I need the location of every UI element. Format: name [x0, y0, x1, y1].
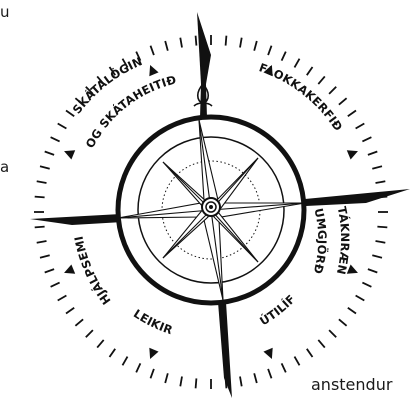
triangle-marker	[62, 264, 75, 277]
ring-tick	[45, 269, 54, 272]
ring-tick	[40, 255, 50, 258]
ring-tick	[307, 349, 313, 357]
ring-tick	[368, 269, 377, 272]
ring-tick	[348, 308, 356, 314]
ring-tick	[362, 283, 371, 287]
ring-tick	[356, 124, 365, 129]
ring-tick	[362, 137, 371, 141]
ring-tick	[254, 373, 257, 383]
ring-tick	[376, 241, 386, 243]
ring-tick	[37, 241, 47, 243]
ring-tick	[123, 357, 128, 366]
ring-tick	[295, 357, 300, 366]
ring-tick	[368, 152, 377, 155]
ring-tick	[86, 330, 93, 337]
ring-tick	[339, 98, 347, 105]
ring-tick	[45, 152, 54, 155]
ring-tick	[318, 76, 325, 84]
ring-tick	[318, 340, 325, 348]
ring-tick	[35, 227, 45, 228]
ring-tick	[295, 59, 300, 68]
ring-tick	[110, 349, 116, 357]
ring-tick	[372, 255, 382, 258]
ring-tick	[329, 87, 336, 94]
south-arrow	[218, 302, 232, 398]
ring-tick	[282, 363, 286, 372]
ring-tick	[51, 283, 60, 287]
ring-tick	[282, 52, 286, 61]
ring-tick	[372, 166, 382, 169]
ring-tick	[376, 181, 386, 183]
ring-tick	[165, 41, 168, 51]
ring-tick	[75, 319, 83, 326]
ring-tick	[51, 137, 60, 141]
ring-tick	[377, 227, 387, 228]
north-arrow	[197, 12, 211, 118]
ring-tick	[268, 46, 271, 55]
west-arrow	[30, 214, 123, 225]
ring-tick	[329, 330, 336, 337]
east-arrow	[305, 189, 410, 206]
ring-tick	[268, 369, 271, 378]
triangle-marker	[145, 348, 158, 361]
ring-tick	[348, 111, 356, 117]
ring-tick	[58, 296, 67, 301]
triangle-marker	[263, 348, 276, 361]
ring-tick	[240, 377, 242, 387]
ring-tick	[136, 363, 140, 372]
segment-label-skatalogin-line1: SKÁTALÖGIN	[70, 54, 145, 116]
ring-tick	[180, 377, 182, 387]
ring-tick	[66, 308, 74, 314]
ring-tick	[196, 36, 197, 46]
ring-tick	[180, 38, 182, 48]
ring-tick	[66, 111, 74, 117]
ring-tick	[58, 124, 67, 129]
ring-tick	[35, 197, 45, 198]
ring-tick	[37, 181, 47, 183]
ring-tick	[226, 36, 227, 46]
ring-tick	[196, 378, 197, 388]
segment-label-utilif: ÚTILÍF	[257, 292, 298, 328]
ring-tick	[40, 166, 50, 169]
ring-tick	[151, 46, 154, 55]
triangle-marker	[62, 146, 75, 159]
segment-label-leikir: LEIKIR	[131, 306, 175, 337]
segment-label-taknraen-line2: UMGJÖRÐ	[311, 207, 331, 276]
ring-tick	[165, 373, 168, 383]
compass-center	[202, 198, 220, 216]
ring-tick	[254, 41, 257, 51]
ring-tick	[356, 296, 365, 301]
triangle-marker	[347, 146, 360, 159]
ring-tick	[151, 369, 154, 378]
ring-tick	[339, 319, 347, 326]
segment-label-taknraen-line1: TÁKNRÆN	[334, 205, 352, 276]
segment-label-hjalpsemi: HJÁLPSEMI	[71, 235, 113, 308]
ring-tick	[240, 38, 242, 48]
segment-label-flokkakerfid: FLOKKAKERFIÐ	[257, 60, 345, 133]
triangle-marker	[145, 63, 158, 76]
ring-tick	[97, 340, 104, 348]
ring-tick	[307, 67, 313, 75]
